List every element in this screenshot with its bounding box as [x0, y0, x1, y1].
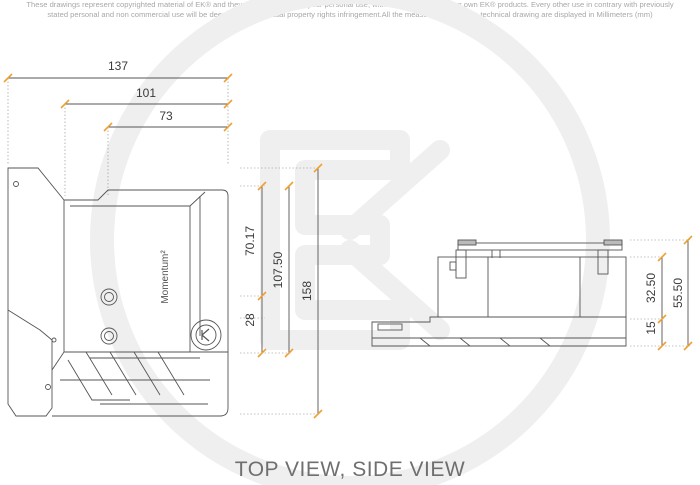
top-view-labels: 137 101 73 70.17 107.50 28 158 Momentum²: [108, 59, 314, 327]
top-vertical-dimensions: [261, 168, 319, 414]
side-extension-lines: [630, 239, 690, 347]
dim-73-label: 73: [159, 109, 173, 123]
dimension-ticks: [3, 73, 323, 419]
ek-watermark: [90, 0, 610, 485]
water-block-top-outline: [7, 167, 229, 417]
side-dimension-ticks: [657, 235, 693, 351]
momentum-product-label: Momentum²: [160, 250, 171, 304]
view-caption: TOP VIEW, SIDE VIEW: [234, 458, 466, 481]
side-view-labels: 32.50 15 55.50: [644, 273, 685, 335]
dim-137-label: 137: [108, 59, 128, 73]
dim-70-17-label: 70.17: [243, 226, 257, 256]
dim-107-50-label: 107.50: [271, 251, 285, 288]
disclaimer-line-2: stated personal and non commercial use w…: [47, 9, 653, 19]
top-view: 137 101 73 70.17 107.50 28 158 Momentum²: [3, 59, 323, 419]
dim-28-label: 28: [243, 313, 257, 327]
dim-32-50-label: 32.50: [644, 273, 658, 303]
copyright-disclaimer: These drawings represent copyrighted mat…: [0, 0, 700, 19]
top-horizontal-dimensions: [8, 77, 228, 128]
dim-55-50-label: 55.50: [671, 278, 685, 308]
dim-101-label: 101: [136, 86, 156, 100]
side-vertical-dimensions: [661, 240, 689, 346]
water-block-side-outline: [371, 239, 627, 347]
side-view: 32.50 15 55.50: [371, 235, 693, 351]
dim-15-label: 15: [644, 321, 658, 335]
disclaimer-line-1: These drawings represent copyrighted mat…: [26, 0, 674, 9]
dim-158-label: 158: [300, 281, 314, 301]
extension-lines: [7, 78, 318, 415]
